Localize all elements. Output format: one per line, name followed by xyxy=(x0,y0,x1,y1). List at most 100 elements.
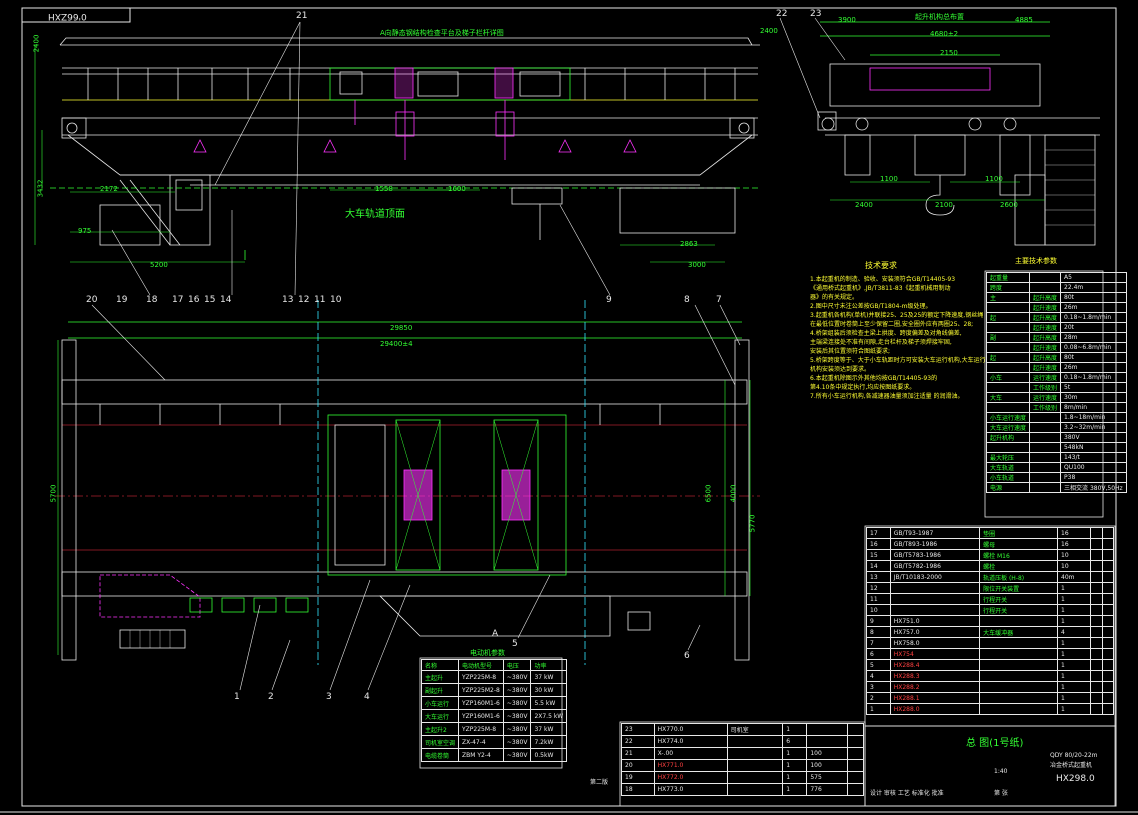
main-params-cell xyxy=(1029,482,1062,493)
main-params-row: 548kN xyxy=(985,442,1127,453)
motor-header-cell: 名称 xyxy=(420,659,460,671)
bom-cell: 1 xyxy=(1057,648,1092,660)
balloon-23: 23 xyxy=(810,9,822,19)
main-params-cell: QU100 xyxy=(1060,462,1127,473)
main-params-cell xyxy=(985,342,1031,353)
main-params-cell xyxy=(985,442,1031,453)
motor-header-cell: 功率 xyxy=(530,659,568,671)
dim-top-2600: 2600 xyxy=(1000,201,1018,209)
bom-bottom-cell: 776 xyxy=(806,783,849,796)
main-params-cell: 三相交流 380V,50Hz xyxy=(1060,482,1127,493)
bom-bottom-cell xyxy=(806,723,849,736)
bom-cell xyxy=(1101,692,1115,704)
motor-cell: YZP225M-8 xyxy=(458,670,504,684)
main-params-cell xyxy=(985,322,1031,333)
main-params-cell: 30m xyxy=(1060,392,1127,403)
bom-cell: 1 xyxy=(1057,582,1092,594)
bom-cell xyxy=(1090,681,1103,693)
main-params-cell: 起升速度 xyxy=(1029,322,1062,333)
balloon-18: 18 xyxy=(146,295,158,305)
trolley-top-title: 起升机构总布置 xyxy=(915,13,964,21)
main-params-cell xyxy=(985,382,1031,393)
bom-cell: HX751.0 xyxy=(889,615,981,627)
bom-cell xyxy=(1090,582,1103,594)
balloon-3: 3 xyxy=(326,692,332,702)
dim-top-4885: 4885 xyxy=(1015,16,1033,24)
bom-cell xyxy=(1101,582,1115,594)
balloon-10: 10 xyxy=(330,295,342,305)
motor-cell: ~380V xyxy=(502,748,532,762)
tech-req-line: 安装后其位置须符合图纸要求; xyxy=(810,348,891,355)
main-params-cell: 0.18~1.8m/min xyxy=(1060,372,1127,383)
revision-note: 第二版 xyxy=(590,779,609,786)
dim-span: 29400±4 xyxy=(380,340,413,348)
bom-bottom-cell: 司机室 xyxy=(726,723,784,736)
bom-cell xyxy=(1101,527,1115,539)
bom-cell: 10 xyxy=(1057,549,1092,561)
bom-cell: 8 xyxy=(866,626,891,638)
motor-cell: 0.5kW xyxy=(530,748,568,762)
bom-cell: 6 xyxy=(866,648,891,660)
front-elevation xyxy=(34,21,760,296)
bom-cell: 40m xyxy=(1057,571,1092,583)
bom-cell: 垫圈 xyxy=(979,527,1059,539)
bom-cell xyxy=(1090,692,1103,704)
bom-cell xyxy=(1101,703,1115,715)
main-params-cell: 8m/min xyxy=(1060,402,1127,413)
bom-cell xyxy=(1101,670,1115,682)
bom-cell xyxy=(1090,549,1103,561)
main-params-cell: 5t xyxy=(1060,382,1127,393)
bom-cell: 4 xyxy=(866,670,891,682)
bom-cell xyxy=(889,593,981,605)
main-params-cell: 0.18~1.8m/min xyxy=(1060,312,1127,323)
bom-cell xyxy=(1101,637,1115,649)
motor-cell: ~380V xyxy=(502,735,532,749)
dim-total-width: 29850 xyxy=(390,324,413,332)
main-params-cell: 起 xyxy=(985,312,1031,323)
bom-bottom-cell xyxy=(847,723,864,736)
motor-cell: 主起升2 xyxy=(420,722,460,736)
bom-cell: 14 xyxy=(866,560,891,572)
main-params-cell: 80t xyxy=(1060,292,1127,303)
motor-cell: 7.2kW xyxy=(530,735,568,749)
dim-top-2150: 2150 xyxy=(940,49,958,57)
main-params-cell: 工作级别 xyxy=(1029,402,1062,413)
bom-cell: HX288.2 xyxy=(889,681,981,693)
dim-5770: 5770 xyxy=(748,514,757,533)
tech-requirements: 技术要求 1.本起重机的制造、验收、安装须符合GB/T14405-93 《通用桥… xyxy=(810,262,986,401)
bom-cell xyxy=(1101,571,1115,583)
main-params-cell xyxy=(1029,412,1062,423)
dim-top-4680: 4680±2 xyxy=(930,30,959,38)
bom-cell xyxy=(979,659,1059,671)
bom-bottom-cell xyxy=(726,783,784,796)
main-params-cell: 26m xyxy=(1060,302,1127,313)
bom-cell xyxy=(1101,659,1115,671)
bom-cell xyxy=(1101,549,1115,561)
bom-cell: 1 xyxy=(1057,604,1092,616)
section-label: A xyxy=(492,629,499,639)
main-params-cell: 起升高度 xyxy=(1029,312,1062,323)
bom-bottom-cell: 20 xyxy=(621,759,655,772)
bom-cell xyxy=(979,692,1059,704)
bom-bottom-cell xyxy=(726,747,784,760)
main-params-cell: 起升高度 xyxy=(1029,352,1062,363)
tech-req-line: 《通用桥式起重机》,JB/T3811-83《起重机械用制动 xyxy=(810,285,951,292)
main-params-cell: 工作级别 xyxy=(1029,382,1062,393)
